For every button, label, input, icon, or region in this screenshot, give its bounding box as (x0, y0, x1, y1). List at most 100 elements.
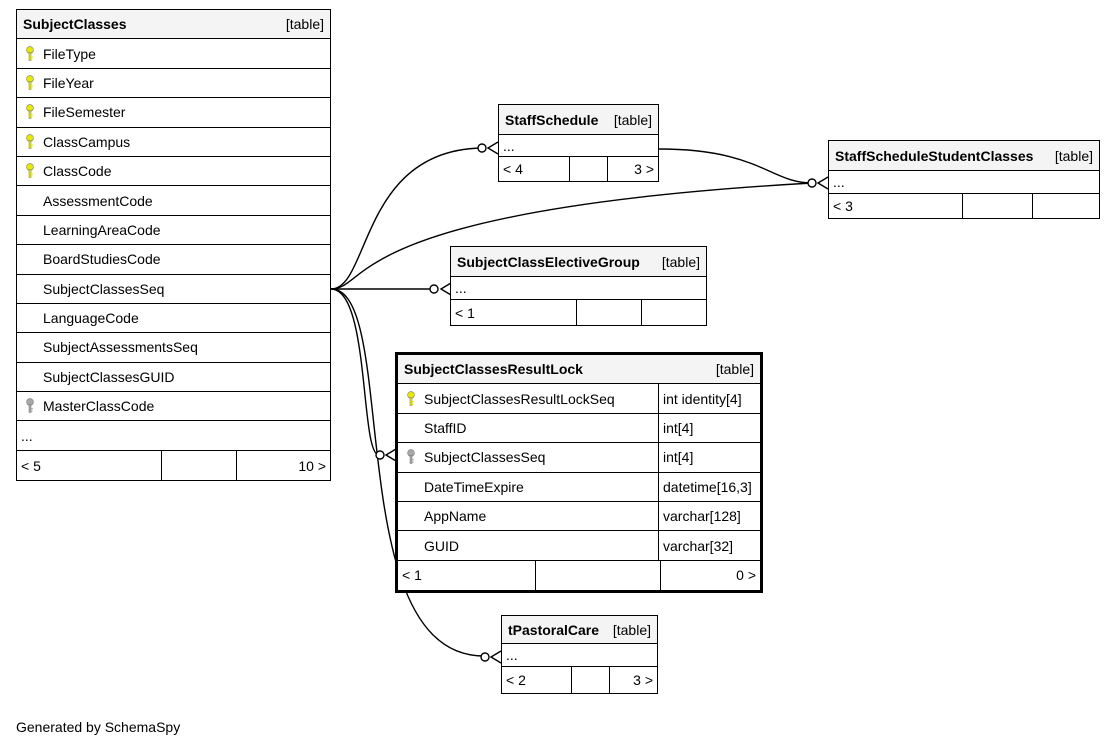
column-name: LearningAreaCode (43, 221, 161, 238)
parents-count[interactable]: < 1 (455, 304, 475, 321)
column-row[interactable]: LearningAreaCode (17, 216, 330, 246)
table-subjectclassesresultlock[interactable]: SubjectClassesResultLock [table] Subject… (395, 352, 763, 594)
column-type: int[4] (658, 443, 760, 472)
table-type: [table] (1054, 147, 1093, 164)
more-columns: ... (829, 171, 1099, 194)
key-slot (398, 390, 424, 407)
column-name: ClassCode (43, 163, 112, 180)
table-type: [table] (613, 111, 652, 128)
table-name: tPastoralCare (508, 621, 600, 638)
key-icon-yellow (26, 75, 34, 90)
column-name: SubjectClassesGUID (43, 368, 175, 385)
table-type: [table] (285, 16, 324, 33)
column-name: SubjectAssessmentsSeq (43, 339, 198, 356)
column-row[interactable]: FileYear (17, 69, 330, 99)
table-subjectclasselectivegroup[interactable]: SubjectClassElectiveGroup [table] ... < … (450, 246, 707, 326)
table-type: [table] (715, 361, 754, 378)
column-type: datetime[16,3] (658, 472, 760, 501)
table-header: SubjectClassesResultLock [table] (398, 355, 760, 385)
key-icon-yellow (26, 163, 34, 178)
more-columns: ... (17, 421, 330, 451)
column-name: FileSemester (43, 104, 126, 121)
key-slot (17, 75, 43, 91)
column-row[interactable]: FileType (17, 39, 330, 69)
table-footer: < 4 3 > (499, 157, 658, 181)
children-count[interactable]: 3 > (607, 157, 658, 181)
key-icon-yellow (26, 104, 34, 120)
column-type: varchar[128] (658, 501, 760, 531)
column-name: MasterClassCode (43, 398, 155, 415)
relation-subjectclasses-resultlock (330, 288, 380, 456)
column-name: BoardStudiesCode (43, 251, 161, 268)
table-type: [table] (661, 253, 700, 270)
column-name: StaffID (424, 419, 467, 436)
table-header: SubjectClassElectiveGroup [table] (451, 247, 706, 277)
table-type: [table] (612, 621, 651, 638)
table-name: StaffScheduleStudentClasses (835, 147, 1034, 164)
children-count[interactable]: 10 > (236, 450, 330, 481)
table-name: SubjectClassElectiveGroup (457, 253, 640, 270)
table-staffschedule[interactable]: StaffSchedule [table] ... < 4 3 > (498, 104, 659, 182)
column-row[interactable]: ClassCode (17, 157, 330, 187)
column-name: GUID (424, 537, 459, 554)
parents-count[interactable]: < 4 (503, 161, 523, 177)
table-staffschedulestudentclasses[interactable]: StaffScheduleStudentClasses [table] ... … (828, 140, 1100, 219)
column-name: FileYear (43, 74, 94, 91)
table-footer: < 5 10 > (17, 450, 330, 481)
footer-middle (576, 300, 641, 325)
children-count[interactable]: 0 > (660, 560, 760, 591)
parents-count[interactable]: < 2 (506, 672, 526, 688)
column-row[interactable]: SubjectClassesSeq (17, 275, 330, 304)
column-type: int identity[4] (658, 384, 760, 413)
generated-by-note: Generated by SchemaSpy (16, 719, 181, 735)
column-name: AssessmentCode (43, 192, 153, 209)
column-row[interactable]: BoardStudiesCode (17, 245, 330, 275)
key-slot (17, 398, 43, 414)
children-count[interactable]: 3 > (609, 667, 657, 693)
more-columns: ... (499, 135, 658, 157)
column-row[interactable]: ClassCampus (17, 128, 330, 157)
parents-count[interactable]: < 1 (402, 567, 422, 584)
column-row[interactable]: SubjectClassesSeq int[4] (398, 443, 760, 473)
table-footer: < 1 0 > (398, 560, 760, 591)
key-icon-yellow (26, 134, 34, 149)
footer-middle (161, 450, 236, 481)
footer-middle (571, 667, 609, 693)
parents-count[interactable]: < 5 (21, 457, 41, 474)
key-icon-gray (26, 398, 34, 414)
column-row[interactable]: SubjectAssessmentsSeq (17, 333, 330, 363)
column-row[interactable]: LanguageCode (17, 304, 330, 334)
table-footer: < 3 (829, 194, 1099, 218)
relation-subjectclasses-staffschedulestudentclasses (330, 182, 813, 290)
column-name: FileType (43, 45, 96, 62)
more-columns: ... (502, 644, 657, 667)
table-header: StaffScheduleStudentClasses [table] (829, 141, 1099, 171)
key-slot (17, 134, 43, 150)
column-name: LanguageCode (43, 310, 139, 327)
parents-count[interactable]: < 3 (833, 198, 853, 214)
more-columns: ... (451, 277, 706, 300)
table-tpastoralcare[interactable]: tPastoralCare [table] ... < 2 3 > (501, 615, 658, 694)
children-count[interactable] (641, 300, 706, 325)
footer-middle (535, 560, 660, 591)
key-icon-yellow (26, 45, 34, 61)
column-name: SubjectClassesSeq (424, 449, 546, 466)
column-row[interactable]: MasterClassCode (17, 392, 330, 422)
footer-middle (569, 157, 607, 181)
column-name: SubjectClassesSeq (43, 280, 165, 297)
children-count[interactable] (1032, 194, 1099, 218)
key-icon-yellow (407, 390, 415, 406)
table-footer: < 1 (451, 300, 706, 325)
column-row[interactable]: FileSemester (17, 98, 330, 128)
relation-staffschedule-staffschedulestudentclasses (658, 148, 813, 184)
table-footer: < 2 3 > (502, 667, 657, 693)
column-row[interactable]: AssessmentCode (17, 186, 330, 216)
column-row[interactable]: SubjectClassesGUID (17, 363, 330, 393)
